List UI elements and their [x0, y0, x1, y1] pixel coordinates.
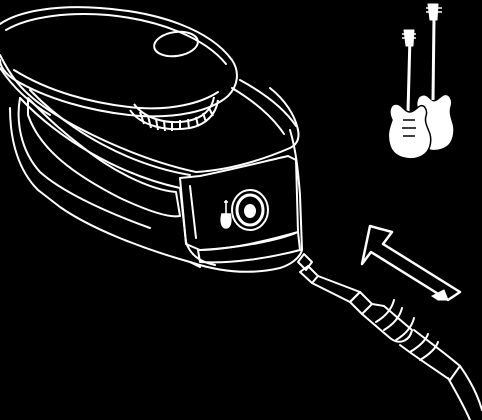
- input-jack: [232, 190, 268, 230]
